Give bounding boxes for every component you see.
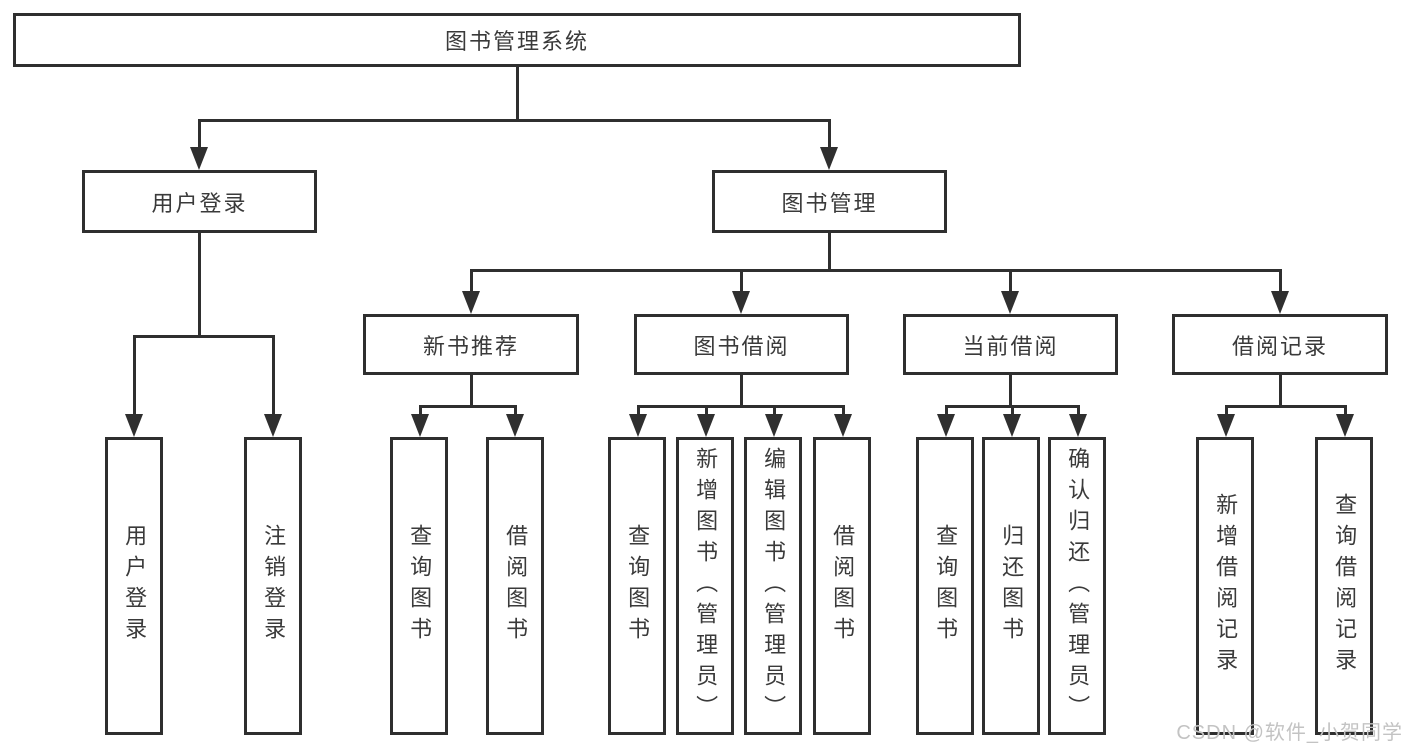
node-label: 借阅记录 [1231,333,1328,359]
leaf-label: 新增图书（管理员） [693,446,719,726]
arrow-down-icon [1003,414,1021,437]
connector-user-login-drop-1 [133,335,136,417]
node-label: 图书管理系统 [444,29,589,54]
connector-book-mgmt-drop-1 [470,269,473,294]
node-user-login: 用户登录 [82,170,317,233]
connector-new-book-drop-1 [419,405,422,416]
arrow-down-icon [1001,291,1019,314]
arrow-down-icon [820,147,838,170]
leaf-label: 注销登录 [261,524,287,648]
connector-new-book-drop-2 [514,405,517,416]
leaf-add-borrow-record: 新增借阅记录 [1196,437,1254,735]
leaf-label: 编辑图书（管理员） [761,446,787,726]
connector-book-mgmt-drop-4 [1279,269,1282,294]
connector-root-left-drop [198,119,201,149]
arrow-down-icon [937,414,955,437]
connector-user-login-stem [198,233,201,338]
connector-current-borrow-drop-3 [1077,405,1080,416]
leaf-label: 确认归还（管理员） [1065,446,1091,726]
node-book-borrow: 图书借阅 [634,314,849,375]
node-current-borrow: 当前借阅 [903,314,1118,375]
leaf-label: 新增借阅记录 [1213,493,1239,679]
node-label: 新书推荐 [422,333,519,359]
arrow-down-icon [506,414,524,437]
connector-new-book-bar [419,405,517,408]
arrow-down-icon [732,291,750,314]
connector-book-borrow-drop-1 [637,405,640,416]
connector-borrow-records-drop-1 [1225,405,1228,416]
leaf-add-book-admin: 新增图书（管理员） [676,437,734,735]
arrow-down-icon [1069,414,1087,437]
arrow-down-icon [834,414,852,437]
leaf-query-books-recommend: 查询图书 [390,437,448,735]
leaf-borrow-books: 借阅图书 [813,437,871,735]
leaf-label: 查询图书 [933,524,959,648]
connector-borrow-records-drop-2 [1344,405,1347,416]
arrow-down-icon [264,414,282,437]
connector-current-borrow-drop-2 [1011,405,1014,416]
connector-book-borrow-drop-4 [842,405,845,416]
arrow-down-icon [1336,414,1354,437]
connector-book-mgmt-stem [828,233,831,272]
leaf-label: 查询借阅记录 [1332,493,1358,679]
arrow-down-icon [190,147,208,170]
arrow-down-icon [629,414,647,437]
leaf-edit-book-admin: 编辑图书（管理员） [744,437,802,735]
connector-user-login-bar [133,335,275,338]
connector-book-mgmt-drop-3 [1009,269,1012,294]
connector-book-borrow-stem [740,375,743,408]
arrow-down-icon [125,414,143,437]
node-borrow-records: 借阅记录 [1172,314,1388,375]
leaf-label: 查询图书 [625,524,651,648]
arrow-down-icon [1271,291,1289,314]
leaf-query-books-borrow: 查询图书 [608,437,666,735]
leaf-label: 借阅图书 [830,524,856,648]
connector-book-mgmt-bar [470,269,1282,272]
node-book-management: 图书管理 [712,170,947,233]
node-label: 图书管理 [781,190,878,216]
connector-new-book-stem [470,375,473,408]
arrow-down-icon [462,291,480,314]
leaf-user-login: 用户登录 [105,437,163,735]
connector-root-stem [516,66,519,120]
connector-borrow-records-bar [1225,405,1347,408]
connector-book-borrow-drop-2 [705,405,708,416]
node-root: 图书管理系统 [13,13,1021,67]
connector-current-borrow-stem [1009,375,1012,408]
connector-root-right-drop [828,119,831,149]
leaf-label: 借阅图书 [503,524,529,648]
leaf-query-books-current: 查询图书 [916,437,974,735]
arrow-down-icon [765,414,783,437]
node-label: 当前借阅 [962,333,1059,359]
connector-book-borrow-drop-3 [773,405,776,416]
leaf-query-borrow-record: 查询借阅记录 [1315,437,1373,735]
leaf-confirm-return-admin: 确认归还（管理员） [1048,437,1106,735]
arrow-down-icon [411,414,429,437]
arrow-down-icon [1217,414,1235,437]
connector-book-borrow-bar [637,405,845,408]
connector-root-bar [198,119,831,122]
connector-current-borrow-drop-1 [945,405,948,416]
node-new-book-recommend: 新书推荐 [363,314,579,375]
leaf-logout: 注销登录 [244,437,302,735]
node-label: 用户登录 [151,190,248,216]
node-label: 图书借阅 [693,333,790,359]
leaf-return-books: 归还图书 [982,437,1040,735]
connector-book-mgmt-drop-2 [740,269,743,294]
arrow-down-icon [697,414,715,437]
leaf-label: 归还图书 [999,524,1025,648]
watermark: CSDN @软件_小贺同学 [1176,722,1403,744]
leaf-label: 用户登录 [122,524,148,648]
leaf-label: 查询图书 [407,524,433,648]
leaf-borrow-books-recommend: 借阅图书 [486,437,544,735]
connector-user-login-drop-2 [272,335,275,417]
connector-borrow-records-stem [1279,375,1282,408]
